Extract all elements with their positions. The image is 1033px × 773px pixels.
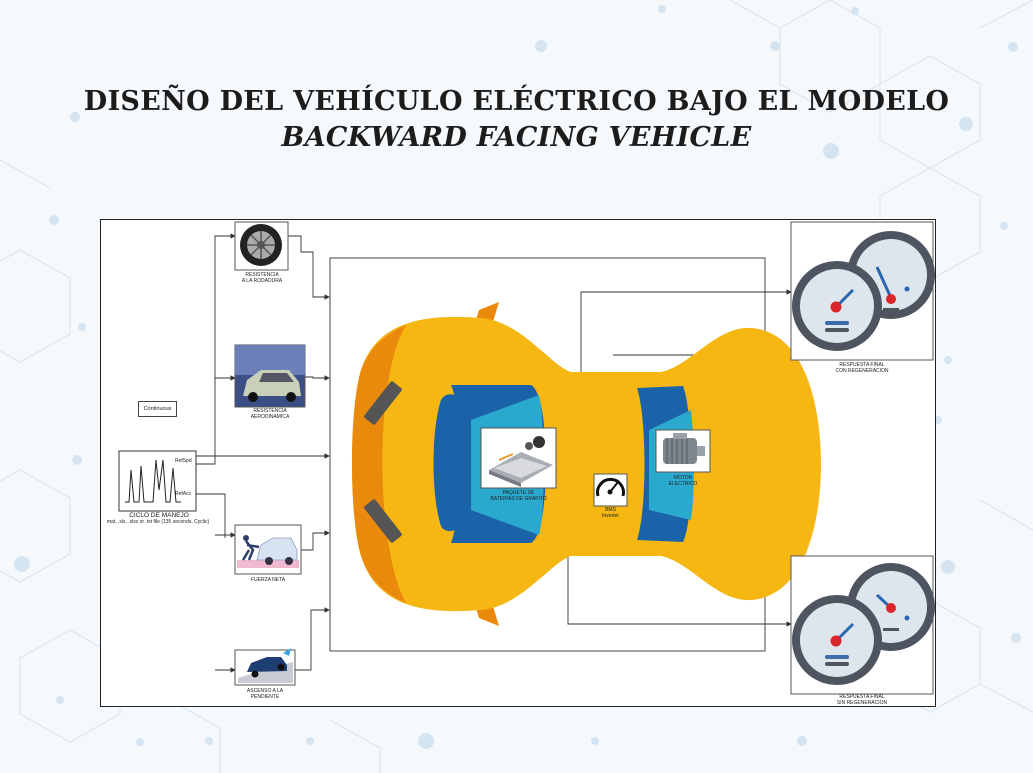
car-slope-icon bbox=[238, 648, 293, 683]
refspd-port-label: RefSpd bbox=[175, 458, 192, 464]
aero-resistance-block[interactable] bbox=[234, 344, 306, 408]
net-force-label: FUERZA NETA bbox=[250, 577, 286, 583]
bms-block[interactable] bbox=[593, 473, 628, 507]
gauge-icon bbox=[792, 231, 935, 351]
drive-cycle-block[interactable] bbox=[118, 450, 197, 512]
motor-block[interactable] bbox=[655, 429, 711, 473]
rolling-resistance-block[interactable] bbox=[234, 221, 289, 271]
response-regen-block[interactable] bbox=[790, 221, 935, 361]
electric-car-illustration bbox=[352, 302, 821, 626]
bms-label: BMS bbox=[605, 507, 616, 513]
page-title: DISEÑO DEL VEHÍCULO ELÉCTRICO BAJO EL MO… bbox=[0, 84, 1033, 156]
net-force-block[interactable] bbox=[234, 524, 302, 575]
diagram-canvas bbox=[118, 221, 935, 695]
aero-resistance-label: RESISTENCIA AERODINAMICA bbox=[250, 408, 290, 420]
simulink-diagram-panel: Continuous RefSpd RefAcc CICLO DE MANEJO… bbox=[100, 219, 936, 707]
slope-block[interactable] bbox=[234, 648, 296, 686]
response-regen-label: RESPUESTA FINAL CON REGENERACION bbox=[835, 362, 889, 374]
gauge-icon-2 bbox=[792, 563, 935, 685]
motor-label: MOTOR ELECTRICO bbox=[668, 475, 698, 487]
battery-label: PAQUETE DE BATERIAS DE GRAFITO bbox=[490, 490, 547, 502]
tire-icon bbox=[240, 224, 282, 266]
continuous-solver-block[interactable]: Continuous bbox=[138, 401, 177, 417]
slope-label: ASCENSO A LA PENDIENTE bbox=[246, 688, 284, 700]
drive-cycle-label: CICLO DE MANEJO bbox=[129, 512, 189, 519]
electric-motor-icon bbox=[663, 433, 705, 464]
car-photo-icon bbox=[243, 370, 301, 402]
refacc-port-label: RefAcc bbox=[175, 491, 192, 497]
push-car-icon bbox=[237, 535, 299, 568]
rolling-resistance-label: RESISTENCIA A LA RODADURA bbox=[241, 272, 283, 284]
bms-sublabel: Inverter bbox=[602, 513, 619, 519]
speedometer-icon bbox=[596, 478, 625, 497]
response-no-regen-block[interactable] bbox=[790, 555, 935, 695]
drive-cycle-sublabel: mat, .xls, .xlsx or .txt file (135 secon… bbox=[106, 519, 210, 525]
title-line-1: DISEÑO DEL VEHÍCULO ELÉCTRICO BAJO EL MO… bbox=[83, 86, 950, 117]
battery-pack-icon bbox=[489, 436, 553, 487]
battery-block[interactable] bbox=[480, 427, 557, 489]
title-line-2: BACKWARD FACING VEHICLE bbox=[281, 122, 752, 153]
response-no-regen-label: RESPUESTA FINAL SIN REGENERACION bbox=[836, 694, 888, 706]
